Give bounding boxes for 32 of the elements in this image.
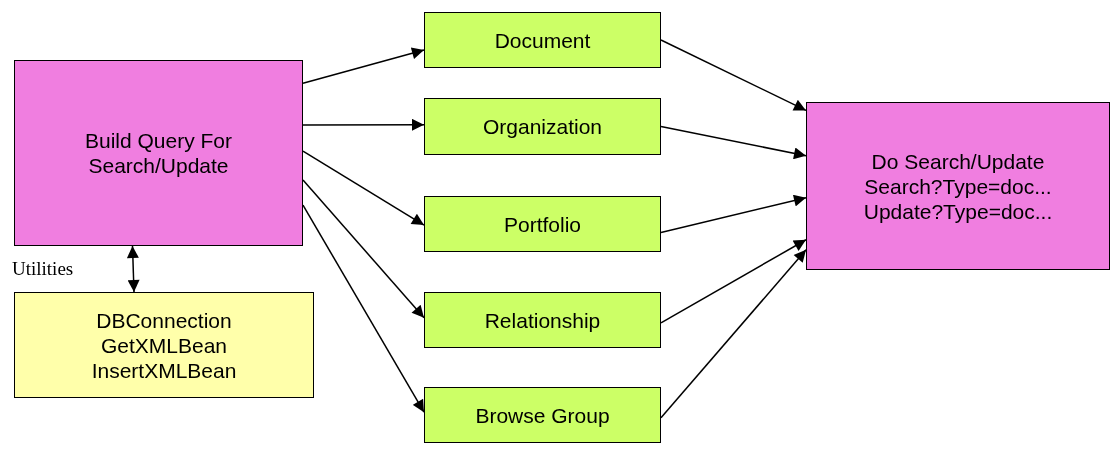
arrow (660, 249, 807, 419)
node-text: GetXMLBean (100, 332, 228, 358)
node-text: Do Search/Update (871, 148, 1045, 174)
process-box (424, 292, 661, 348)
arrow (660, 125, 807, 160)
process-box (806, 102, 1110, 270)
arrow (302, 118, 425, 131)
node-text: Update?Type=doc... (863, 198, 1053, 224)
node-text: InsertXMLBean (91, 357, 237, 383)
node-text: Relationship (484, 307, 601, 333)
node-text: DBConnection (96, 307, 232, 333)
node-text: Organization (482, 114, 603, 139)
group-label: Utilities (12, 258, 74, 280)
node-text: Portfolio (503, 211, 581, 237)
process-box (424, 196, 661, 252)
arrow (660, 239, 807, 324)
node-text: Build Query For Search/Update (83, 128, 234, 178)
process-box (14, 60, 303, 246)
arrow (126, 245, 140, 293)
process-box (424, 98, 661, 155)
arrow (302, 179, 425, 319)
arrow (660, 194, 807, 234)
utility-box (14, 292, 314, 398)
arrow (302, 150, 425, 226)
node-text: Document (494, 27, 591, 53)
process-box (424, 12, 661, 68)
arrow (302, 47, 425, 84)
node-text: Search?Type=doc... (864, 173, 1052, 199)
node-text: Browse Group (475, 402, 610, 428)
process-box (424, 387, 661, 443)
arrow (302, 204, 425, 413)
arrow (660, 39, 807, 112)
